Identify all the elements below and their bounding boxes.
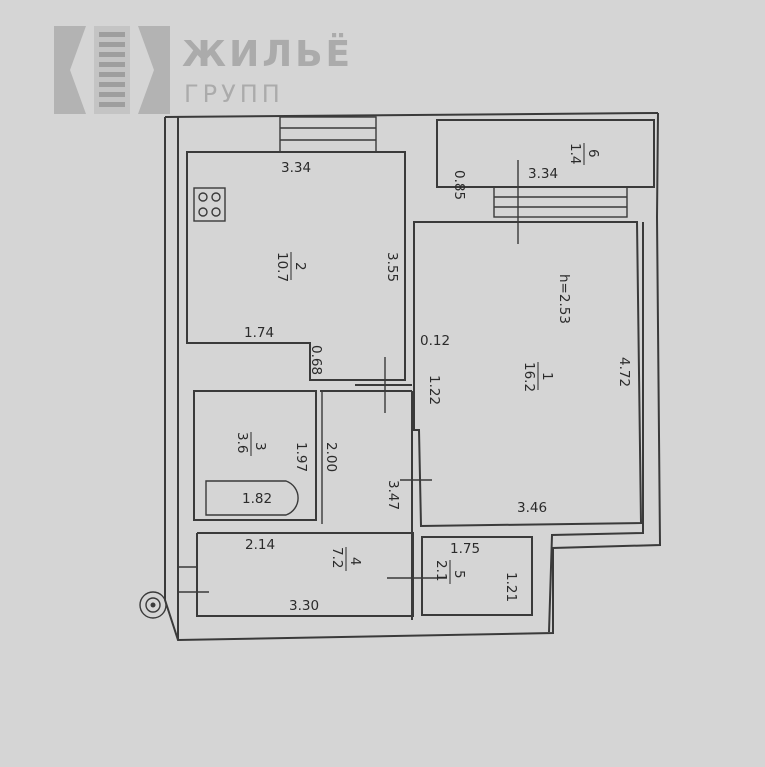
room-bathroom [193,390,317,521]
room-kitchen [186,151,406,381]
balcony-door [493,160,628,244]
room-3-area: 3.6 [234,432,250,453]
brand-title: ЖИЛЬЁ [182,34,354,75]
room-2-label: 2 10.7 [274,252,308,282]
room-living [413,221,643,528]
dim-kitchen-side: 3.55 [384,252,400,282]
dim-bath-height: 1.97 [293,442,309,472]
room-6-number: 6 [585,149,601,158]
dim-hall-347: 3.47 [385,480,401,510]
room-2-number: 2 [292,262,308,271]
room-4-area: 7.2 [329,547,345,568]
dim-tub-length: 1.82 [242,491,272,507]
dim-wall-012: 0.12 [420,333,450,349]
room-closet [421,536,533,616]
bathtub-icon [205,480,299,516]
room-1-label: 1 16.2 [521,362,555,392]
room-4-label: 4 7.2 [329,547,363,571]
room-3-number: 3 [252,442,268,451]
dim-step-068: 0.68 [308,345,324,375]
room-2-area: 10.7 [274,252,290,282]
entrance-icon [139,591,167,619]
room-5-label: 5 2.1 [433,560,467,584]
dim-door-122: 1.22 [426,375,442,405]
dim-balcony-length: 3.34 [528,166,558,182]
room-6-label: 6 1.4 [567,143,601,165]
outer-walls [164,112,662,642]
dim-balcony-width: 0.85 [451,170,467,200]
dim-hall-top: 2.14 [245,537,275,553]
kitchen-window [279,116,377,153]
dim-closet-top: 1.75 [450,541,480,557]
dim-room-right: 4.72 [616,357,632,387]
room-3-label: 3 3.6 [234,432,268,456]
dim-hall-200: 2.00 [323,442,339,472]
room-1-area: 16.2 [521,362,537,392]
zhilye-group-logo [54,26,170,114]
stove-icon [193,187,226,222]
room-6-area: 1.4 [567,143,583,164]
dim-ceiling: h=2.53 [556,274,572,324]
dim-room-bottom: 3.46 [517,500,547,516]
dim-kitchen-top: 3.34 [281,160,311,176]
dim-kitchen-bottom: 1.74 [244,325,274,341]
dim-closet-side: 1.21 [503,572,519,602]
brand-subtitle: ГРУПП [184,80,284,108]
dim-hall-bottom: 3.30 [289,598,319,614]
room-1-number: 1 [539,372,555,381]
room-4-number: 4 [347,557,363,566]
room-5-number: 5 [451,570,467,579]
room-5-area: 2.1 [433,560,449,581]
